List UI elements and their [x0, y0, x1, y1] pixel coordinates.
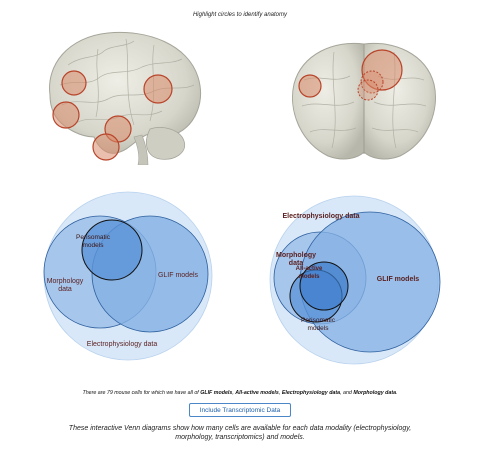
venn-right-label-morphology: Morphology data [276, 252, 317, 267]
summary-item-electrophysiology: Electrophysiology data [281, 390, 341, 396]
venn-diagram-left [43, 191, 213, 361]
summary-item-glif: GLIF models [200, 390, 233, 396]
brain-left-hemisphere-shape [292, 42, 365, 160]
lateral-brain-view [49, 31, 202, 165]
venn-caption: These interactive Venn diagrams show how… [68, 425, 412, 441]
venn-circle-allactive[interactable] [299, 261, 349, 311]
highlight-circle-dorsal-left[interactable] [298, 74, 322, 98]
venn-diagram-right [269, 195, 441, 365]
highlight-circle-dorsal-large[interactable] [361, 49, 403, 91]
lateral-highlight-circles[interactable] [52, 70, 173, 161]
venn-left-label-morphology: Morphology data [46, 278, 84, 293]
summary-item-allactive: All-active models [235, 390, 279, 396]
summary-sep-3: , and [340, 390, 354, 396]
highlight-circle-parietal[interactable] [143, 74, 173, 104]
highlight-circle-prefrontal[interactable] [52, 101, 80, 129]
dorsal-brain-view [292, 42, 436, 160]
summary-sep-1: , [232, 390, 236, 396]
venn-left-label-glif: GLIF models [157, 272, 199, 279]
summary-text: There are 79 mouse cells for which we ha… [0, 390, 480, 396]
include-transcriptomic-data-button[interactable]: Include Transcriptomic Data [189, 403, 291, 417]
venn-circle-perisomatic[interactable] [81, 219, 143, 281]
highlight-circle-dorsal-dashed-b[interactable] [357, 79, 379, 101]
venn-right-label-allactive: All-active models [295, 266, 323, 280]
summary-item-morphology: Morphology data [353, 390, 397, 396]
venn-left-label-electrophysiology: Electrophysiology data [86, 341, 158, 348]
summary-suffix: . [396, 390, 398, 396]
brain-stem-shape [133, 134, 149, 165]
venn-right-label-electrophysiology: Electrophysiology data [282, 213, 360, 220]
summary-prefix: There are 79 mouse cells for which we ha… [82, 390, 201, 396]
instruction-text: Highlight circles to identify anatomy [192, 12, 288, 18]
brain-cerebellum-shape [146, 127, 186, 160]
highlight-circle-frontal[interactable] [61, 70, 87, 96]
summary-sep-2: , [278, 390, 282, 396]
venn-right-label-perisomatic: Perisomatic models [301, 317, 335, 332]
dorsal-highlight-circles[interactable] [298, 49, 403, 101]
venn-right-label-glif: GLIF models [376, 276, 420, 283]
highlight-circle-temporal-lower[interactable] [92, 133, 120, 161]
venn-left-label-perisomatic: Perisomatic models [76, 234, 110, 249]
